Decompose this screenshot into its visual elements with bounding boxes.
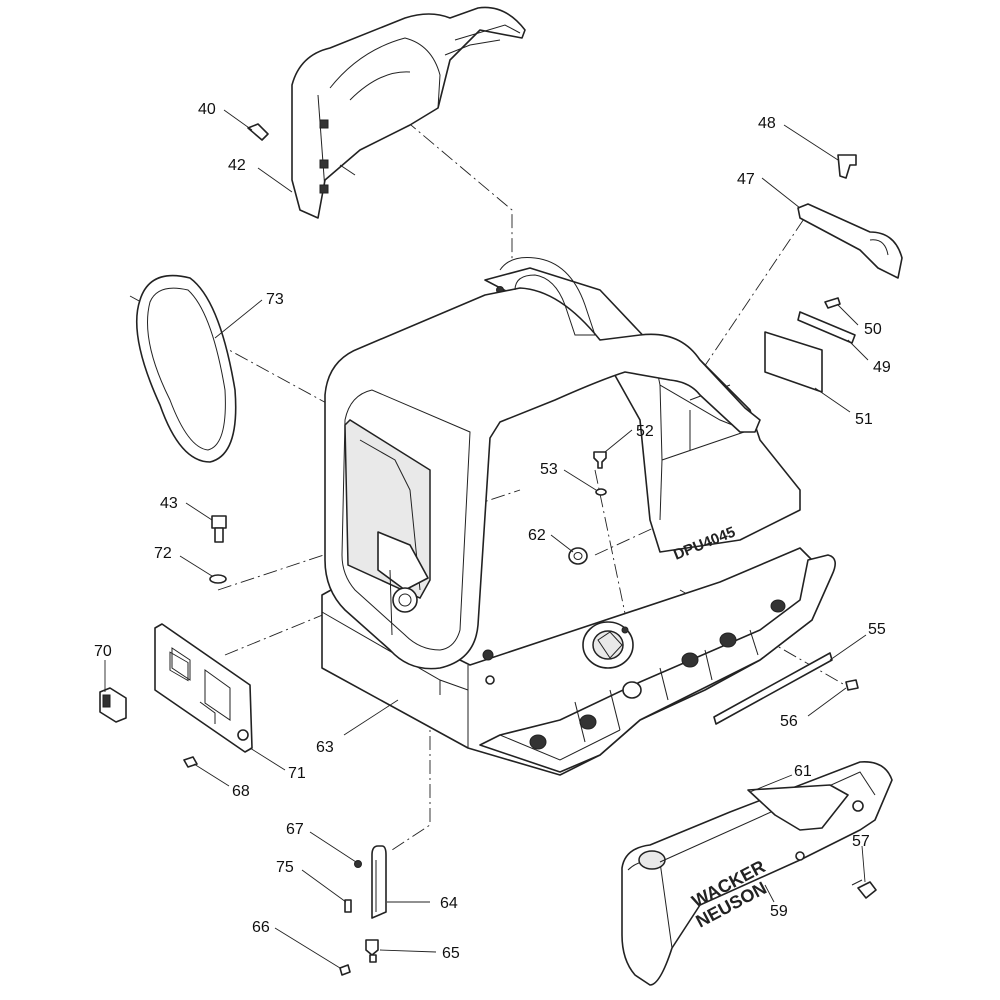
bolt-part-57 [851,879,877,899]
callout-51: 51 [855,411,873,428]
callout-52: 52 [636,423,654,440]
compactor-body-part-63: DPU4045 [321,257,836,776]
callout-47: 47 [737,171,755,188]
washer-part-72 [209,574,227,584]
callout-42: 42 [228,157,246,174]
lift-bracket-part-47 [797,203,903,279]
callout-73: 73 [266,291,284,308]
callout-40: 40 [198,101,216,118]
cover-bracket-part-61 [747,784,849,831]
callout-70: 70 [94,643,112,660]
handle-rod-part-64 [371,845,387,919]
screw-part-40 [247,123,269,141]
callout-67: 67 [286,821,304,838]
screw-part-68 [183,756,198,768]
wear-strip-part-55 [713,652,833,725]
callout-55: 55 [868,621,886,638]
v-belt-part-73 [135,274,237,463]
pin-part-75 [344,899,352,913]
callout-56: 56 [780,713,798,730]
bracket-strip-part-49 [797,311,856,344]
cover-plate-part-71 [154,623,253,753]
belt-guard-part-42 [291,6,526,219]
callout-50: 50 [864,321,882,338]
decal-plate-part-51 [764,331,823,393]
callout-72: 72 [154,545,172,562]
nut-part-67 [354,860,362,868]
o-ring-part-53 [595,488,607,496]
cap-part-62 [568,547,588,565]
callout-75: 75 [276,859,294,876]
bolt-part-48 [837,154,857,179]
latch-part-70 [99,687,127,723]
callout-labels: 40 42 48 47 73 50 49 51 52 53 62 43 72 7… [94,101,891,962]
screw-part-56 [845,679,859,691]
callout-63: 63 [316,739,334,756]
callout-57: 57 [852,833,870,850]
callout-66: 66 [252,919,270,936]
callout-53: 53 [540,461,558,478]
callout-68: 68 [232,783,250,800]
callout-59: 59 [770,903,788,920]
leader-lines [104,109,869,969]
callout-61: 61 [794,763,812,780]
callout-43: 43 [160,495,178,512]
nut-part-66 [339,964,351,976]
callout-48: 48 [758,115,776,132]
callout-62: 62 [528,527,546,544]
callout-71: 71 [288,765,306,782]
callout-64: 64 [440,895,458,912]
fitting-part-65 [365,939,379,963]
callout-49: 49 [873,359,891,376]
callout-65: 65 [442,945,460,962]
bolt-part-43 [211,515,227,543]
plug-part-52 [593,451,607,469]
screw-part-50 [824,297,841,309]
